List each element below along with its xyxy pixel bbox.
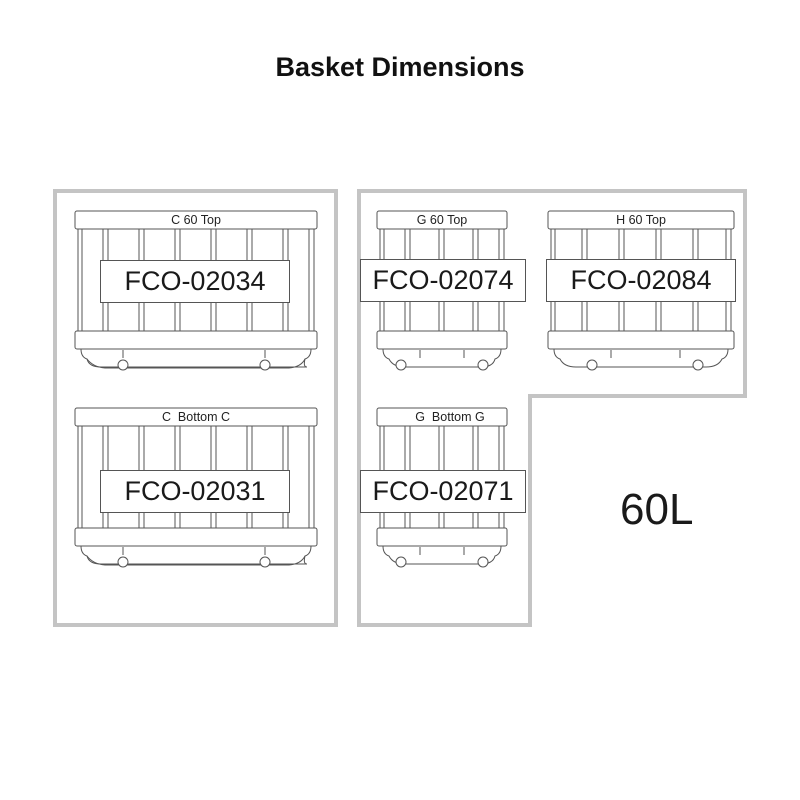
capacity-label: 60L [620, 485, 694, 534]
part-code-c-top: FCO-02034 [100, 260, 290, 303]
part-code-g-top: FCO-02074 [360, 259, 526, 302]
basket-label-g-bottom: G Bottom G [415, 410, 485, 424]
section-gh-outline [357, 189, 747, 627]
basket-label-c-bottom: C Bottom C [161, 410, 231, 424]
basket-label-c-top: C 60 Top [171, 213, 221, 227]
basket-label-g-top: G 60 Top [416, 213, 468, 227]
section-c-outline [53, 189, 338, 627]
part-code-g-bottom: FCO-02071 [360, 470, 526, 513]
basket-label-h-top: H 60 Top [616, 213, 666, 227]
part-code-c-bottom: FCO-02031 [100, 470, 290, 513]
page-title: Basket Dimensions [275, 52, 525, 82]
part-code-h-top: FCO-02084 [546, 259, 736, 302]
